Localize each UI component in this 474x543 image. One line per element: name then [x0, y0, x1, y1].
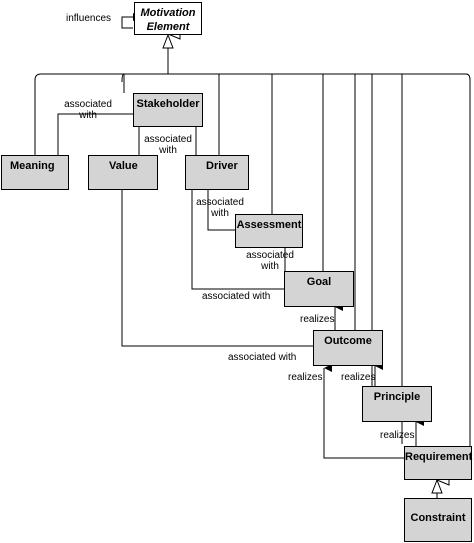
meaning-label: Meaning: [10, 160, 55, 172]
influences-loop: [121, 16, 134, 29]
stakeholder-label: Stakeholder: [136, 98, 200, 110]
meaning-box[interactable]: Meaning: [1, 155, 69, 190]
assoc-label-assessment-goal: associated with: [246, 250, 294, 272]
principle-label: Principle: [373, 391, 421, 403]
assoc-line-meaning-stakeholder: [57, 113, 133, 155]
assoc-line-driver-assessment: [207, 190, 235, 231]
realizes-label-requirement-outcome: realizes: [288, 372, 323, 383]
assoc-label-value-outcome: associated with: [228, 352, 297, 363]
influences-label: influences: [66, 13, 112, 24]
constraint-label: Constraint: [410, 512, 466, 524]
driver-box[interactable]: Driver: [185, 155, 249, 190]
value-box[interactable]: Value: [88, 155, 158, 190]
assessment-label: Assessment: [236, 219, 302, 231]
requirement-box[interactable]: Requirement: [404, 446, 472, 480]
goal-label: Goal: [306, 276, 332, 288]
realizes-requirement-outcome: [323, 364, 404, 459]
motivation-element-box[interactable]: Motivation Element: [134, 2, 202, 35]
principle-box[interactable]: Principle: [362, 386, 432, 422]
assoc-line-value-outcome: [121, 190, 313, 347]
assoc-line-driver-goal: [191, 190, 284, 290]
value-label: Value: [109, 160, 138, 172]
realizes-label-requirement-principle: realizes: [380, 430, 415, 441]
assessment-box[interactable]: Assessment: [235, 214, 303, 248]
constraint-box[interactable]: Constraint: [404, 498, 472, 542]
specialization-bar: [34, 73, 471, 448]
stakeholder-box[interactable]: Stakeholder: [133, 93, 203, 127]
specialization-line-value: [121, 73, 125, 83]
requirement-label: Requirement: [405, 451, 473, 463]
motivation-element-label: Motivation Element: [140, 7, 196, 33]
assoc-label-driver-goal: associated with: [202, 291, 271, 302]
realizes-label-principle-outcome: realizes: [341, 372, 376, 383]
assoc-label-stakeholder-driver: associated with: [144, 134, 192, 156]
realizes-label-outcome-goal: realizes: [300, 314, 335, 325]
assoc-label-driver-assessment: associated with: [196, 197, 244, 219]
goal-box[interactable]: Goal: [284, 271, 354, 307]
outcome-box[interactable]: Outcome: [313, 330, 383, 366]
assoc-label-meaning-stakeholder: associated with: [64, 99, 112, 121]
driver-label: Driver: [206, 160, 238, 172]
outcome-label: Outcome: [324, 335, 372, 347]
